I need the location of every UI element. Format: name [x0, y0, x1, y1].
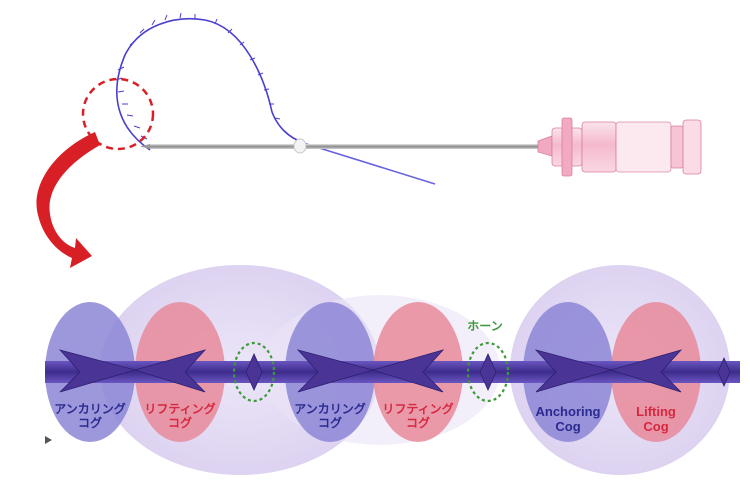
cog-closeup-panel: ホーン アンカリング コグ リフティング コグ アンカリング コグ リフティング… [45, 265, 740, 475]
lift-label-1-line2: コグ [168, 415, 192, 430]
lift-label-2-line2: コグ [406, 415, 430, 430]
needle-shaft [150, 144, 540, 149]
anchor-label-1-line1: アンカリング [54, 401, 126, 416]
anchor-label-2-line2: コグ [318, 415, 342, 430]
lift-label-2-line1: リフティング [382, 401, 453, 416]
horn-label: ホーン [467, 319, 502, 333]
lift-label-3-line2: Cog [643, 419, 668, 434]
needle-hub [537, 117, 702, 177]
barbed-thread-loop [116, 17, 303, 151]
dashed-circle-icon [81, 77, 155, 151]
anchor-label-3-line2: Cog [555, 419, 580, 434]
needle-tip [140, 144, 150, 149]
cannula-illustration [115, 12, 702, 185]
lift-label-3-line1: Lifting [636, 404, 676, 419]
horn-circle-2 [466, 341, 510, 403]
anchor-label-1-line2: コグ [78, 415, 102, 430]
anchor-label-2-line1: アンカリング [294, 401, 366, 416]
cog-shapes [58, 349, 683, 393]
anchor-label-3-line1: Anchoring [536, 404, 601, 419]
horn-circle-1 [232, 341, 276, 403]
thread-collar [293, 138, 307, 154]
horn-bumps [245, 353, 731, 391]
lift-label-1-line1: リフティング [144, 401, 215, 416]
corner-marker [45, 436, 52, 444]
thread-barbs [115, 12, 288, 140]
curved-arrow-icon [36, 132, 100, 268]
